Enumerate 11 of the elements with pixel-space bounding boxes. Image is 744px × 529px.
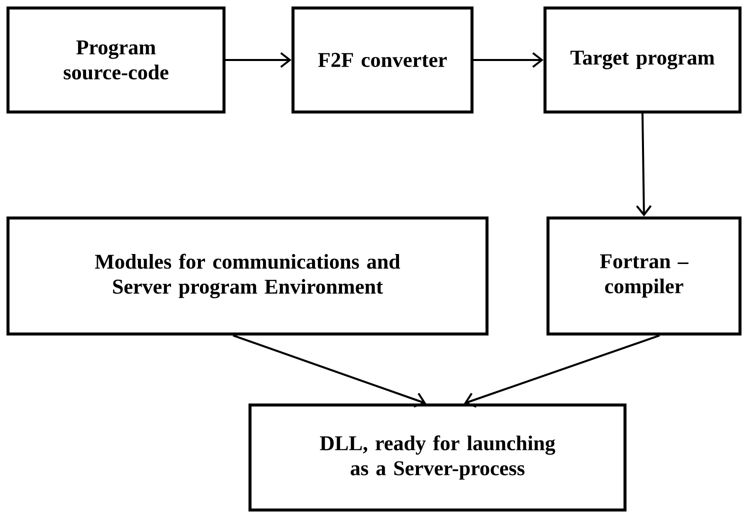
arrow	[636, 113, 652, 216]
arrow	[464, 334, 660, 408]
process-box: Target program	[544, 6, 742, 114]
process-box: Program source-code	[6, 6, 226, 114]
arrow	[226, 52, 292, 68]
arrow	[232, 334, 426, 408]
arrow	[474, 52, 544, 68]
process-box: Modules for communications and Server program Environment	[6, 216, 488, 336]
process-box: DLL, ready for launching as a Server-process	[248, 404, 626, 512]
process-box: Fortran – compiler	[546, 216, 742, 336]
process-box: F2F converter	[292, 6, 474, 114]
